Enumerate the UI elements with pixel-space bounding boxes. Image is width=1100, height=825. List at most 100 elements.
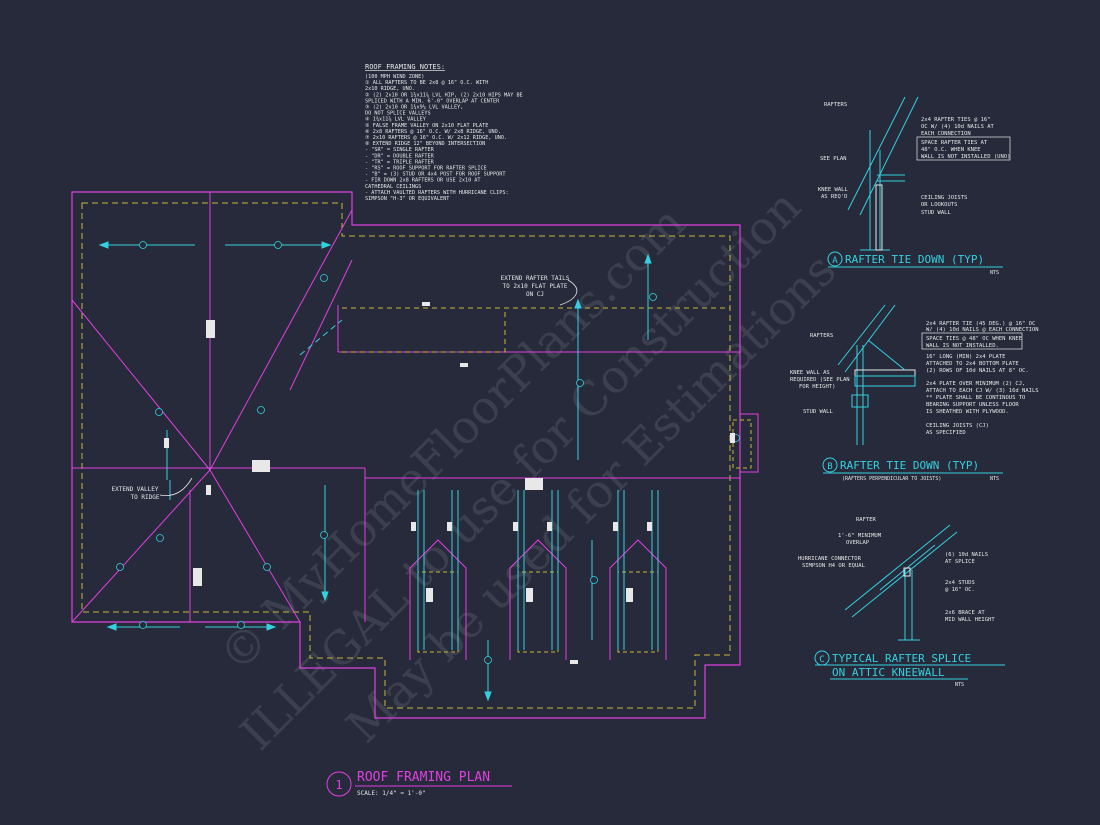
callout: CEILING JOISTS (CJ): [926, 423, 989, 429]
callout: SEE PLAN: [820, 156, 847, 162]
callout: 2x4 RAFTER TIES @ 16": [921, 117, 991, 123]
callout: STUD WALL: [803, 409, 833, 415]
dormers: [409, 490, 667, 660]
callout: HURRICANE CONNECTOR: [798, 556, 862, 562]
note-line: ⑥ 2x8 RAFTERS @ 16" O.C. W/ 2x8 RIDGE, U…: [365, 129, 501, 135]
note-line: ⑧ EXTEND RIDGE 12" BEYOND INTERSECTION: [365, 141, 485, 147]
detail-b: [837, 304, 916, 445]
callout: SPACE RAFTER TIES AT: [921, 140, 988, 146]
note-line: - "RS" = ROOF SUPPORT FOR RAFTER SPLICE: [365, 166, 487, 172]
note-line: ① ALL RAFTERS TO BE 2x8 @ 16" O.C. WITH: [365, 80, 488, 86]
callout: AS SPECIFIED: [926, 430, 966, 436]
note-line: ③ (2) 2x10 OR 1¾x9¼ LVL VALLEY,: [365, 105, 463, 111]
note-line: ⑦ 2x10 RAFTERS @ 16" O.C. W/ 2x12 RIDGE,…: [365, 135, 507, 141]
callout: FOR HEIGHT): [799, 384, 835, 390]
callout: OR LOOKOUTS: [921, 202, 957, 208]
callout: ** PLATE SHALL BE CONTINOUS TO: [926, 395, 1025, 401]
callout: (6) 10d NAILS: [945, 552, 988, 558]
detail-c-title-1: TYPICAL RAFTER SPLICE: [832, 652, 971, 665]
callout: 48" O.C. WHEN KNEE: [921, 147, 981, 153]
drawing-scale: SCALE: 1/4" = 1'-0": [357, 790, 426, 797]
notes-heading: ROOF FRAMING NOTES:: [365, 63, 445, 71]
title-number: 1: [335, 778, 342, 792]
callout: 2x4 PLATE OVER MINIMUM (2) CJ,: [926, 381, 1025, 387]
detail-a-nts: NTS: [990, 270, 999, 276]
flat-plate-dashed: [342, 307, 730, 353]
note-line: CATHEDRAL CEILINGS: [365, 184, 421, 190]
detail-b-subtitle: (RAFTERS PERPENDICULAR TO JOISTS): [842, 476, 941, 482]
detail-a: [847, 96, 919, 251]
callout: @ 16" OC.: [945, 587, 975, 593]
callout: KNEE WALL: [818, 187, 848, 193]
callout: RAFTERS: [824, 102, 847, 108]
callout: WALL IS NOT INSTALLED.: [926, 343, 999, 349]
callout: AS REQ'D: [821, 194, 848, 200]
callout: BEARING SUPPORT UNLESS FLOOR: [926, 402, 1019, 408]
detail-a-labels: RAFTERS SEE PLAN KNEE WALL AS REQ'D 2x4 …: [818, 102, 1010, 276]
drawing-title-text: ROOF FRAMING PLAN: [357, 770, 490, 785]
detail-c-title-2: ON ATTIC KNEEWALL: [832, 666, 945, 679]
note-line: ② (2) 2x10 OR 1¾x11⅞ LVL HIP, (2) 2x10 H…: [365, 91, 523, 98]
callout: IS SHEATHED WITH PLYWOOD.: [926, 409, 1009, 415]
detail-b-labels: RAFTERS KNEE WALL AS REQUIRED (SEE PLAN …: [790, 321, 1039, 482]
extend-valley-leader: [159, 477, 193, 497]
roof-framing-notes: ROOF FRAMING NOTES: (100 MPH WIND ZONE)①…: [365, 63, 523, 202]
note-line: (100 MPH WIND ZONE): [365, 74, 424, 80]
callout: RAFTERS: [810, 333, 833, 339]
title-number-circle: [326, 771, 352, 797]
callout: 2x4 STUDS: [945, 580, 975, 586]
callout: SIMPSON H4 OR EQUAL: [802, 563, 866, 569]
note-line: ④ 1¾x11⅞ LVL VALLEY: [365, 116, 427, 123]
detail-b-letter: B: [827, 462, 832, 472]
beam-labels: [164, 302, 735, 664]
roof-plan: EXTEND RAFTER TAILS TO 2x10 FLAT PLATE O…: [71, 191, 759, 719]
callout: KNEE WALL AS: [790, 370, 830, 376]
note-line: - "SR" = SINGLE RAFTER: [365, 147, 435, 153]
note-line: - "TR" = TRIPLE RAFTER: [365, 159, 435, 165]
detail-c-letter: C: [819, 655, 824, 665]
callout: W/ (4) 10d NAILS @ EACH CONNECTION: [926, 327, 1039, 333]
note-line: ⑤ FALSE FRAME VALLEY ON 2x10 FLAT PLATE: [365, 123, 488, 129]
wall-dashed-line: [81, 202, 731, 709]
drawing-title: 1 ROOF FRAMING PLAN SCALE: 1/4" = 1'-0": [326, 770, 512, 797]
detail-c-labels: RAFTER 1'-6" MINIMUM OVERLAP HURRICANE C…: [798, 517, 1005, 688]
callout: STUD WALL: [921, 210, 951, 216]
detail-b-title: RAFTER TIE DOWN (TYP): [840, 459, 979, 472]
callout: REQUIRED (SEE PLAN: [790, 377, 850, 383]
detail-a-title: RAFTER TIE DOWN (TYP): [845, 253, 984, 266]
callout: 16" LONG (MIN) 2x4 PLATE: [926, 354, 1005, 360]
callout: AT SPLICE: [945, 559, 975, 565]
note-line: 2x10 RIDGE, UNO.: [365, 86, 415, 92]
extend-tails-3: ON CJ: [526, 291, 544, 298]
callout: CEILING JOISTS: [921, 195, 967, 201]
callout: 2x6 BRACE AT: [945, 610, 985, 616]
notes-list: (100 MPH WIND ZONE)① ALL RAFTERS TO BE 2…: [365, 74, 523, 202]
note-line: - ATTACH VAULTED RAFTERS WITH HURRICANE …: [365, 190, 509, 196]
callout: RAFTER: [856, 517, 877, 523]
note-line: - FIR DOWN 2x8 RAFTERS OR USE 2x10 AT: [365, 178, 481, 184]
extend-valley-1: EXTEND VALLEY: [112, 486, 159, 493]
note-line: - "B" = (3) STUD OR 4x4 POST FOR ROOF SU…: [365, 172, 506, 178]
callout: OC W/ (4) 10d NAILS AT: [921, 124, 995, 130]
detail-b-nts: NTS: [990, 476, 999, 482]
note-line: SIMPSON "H-3" OR EQUIVALENT: [365, 196, 449, 202]
callout: 1'-6" MINIMUM: [838, 533, 882, 539]
callout: SPACE TIES @ 48" OC WHEN KNEE: [926, 336, 1022, 342]
callout: ATTACHED TO 2x4 BOTTOM PLATE: [926, 361, 1019, 367]
extend-tails-2: TO 2x10 FLAT PLATE: [502, 283, 567, 290]
detail-c-nts: NTS: [955, 682, 964, 688]
bay-bump: [739, 413, 759, 473]
detail-a-letter: A: [832, 256, 838, 266]
extend-tails-1: EXTEND RAFTER TAILS: [501, 275, 570, 282]
watermark-line-2: ILLEGAL to use for Construction: [230, 179, 811, 760]
note-line: DO NOT SPLICE VALLEYS: [365, 111, 431, 117]
callout: OVERLAP: [846, 540, 870, 546]
extend-valley-2: TO RIDGE: [131, 494, 160, 501]
callout: MID WALL HEIGHT: [945, 617, 995, 623]
rafter-tags: [116, 241, 740, 664]
callout: WALL IS NOT INSTALLED (UNO): [921, 154, 1010, 160]
callout: ATTACH TO EACH CJ W/ (3) 16d NAILS: [926, 388, 1039, 394]
extend-tails-leader: [559, 279, 578, 306]
